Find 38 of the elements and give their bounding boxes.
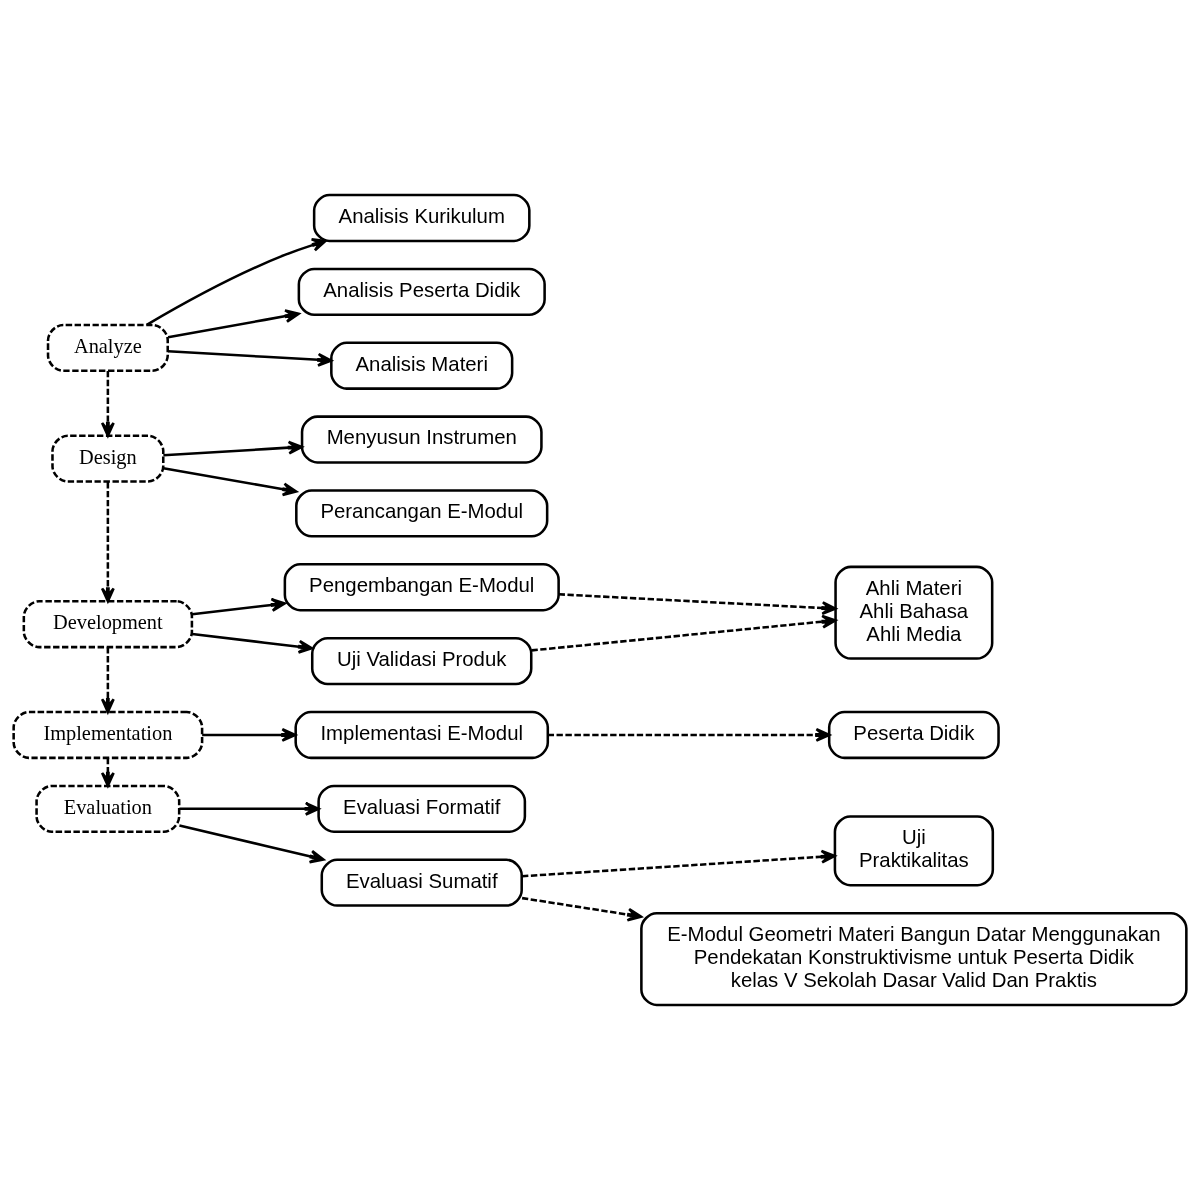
arrow bbox=[547, 727, 831, 742]
node-box: Implementasi E-Modul bbox=[294, 710, 550, 759]
node-box: Menyusun Instrumen bbox=[300, 414, 543, 464]
node-box: Analisis Peserta Didik bbox=[297, 267, 546, 316]
arrow bbox=[100, 646, 115, 713]
arrow bbox=[558, 592, 837, 615]
node-box: Development bbox=[22, 599, 194, 648]
arrow bbox=[100, 481, 115, 602]
node-box: Uji Praktikalitas bbox=[833, 814, 995, 886]
arrow bbox=[100, 370, 115, 437]
node-box: Ahli Materi Ahli Bahasa Ahli Media bbox=[834, 565, 994, 660]
arrow bbox=[168, 349, 333, 367]
arrow bbox=[192, 632, 314, 654]
arrow bbox=[531, 614, 837, 652]
node-box: Uji Validasi Produk bbox=[310, 636, 533, 685]
arrow bbox=[167, 308, 300, 339]
node-box: E-Modul Geometri Materi Bangun Datar Menggunakan Pendekatan Konstruktivisme untuk Peserta Didik kelas V Sekolah Dasar Valid Dan Praktis bbox=[640, 911, 1188, 1006]
arrow bbox=[146, 237, 327, 326]
node-box: Perancangan E-Modul bbox=[295, 488, 549, 538]
node-box: Design bbox=[51, 433, 165, 483]
node-box: Pengembangan E-Modul bbox=[283, 562, 560, 611]
arrow bbox=[163, 440, 303, 457]
arrow bbox=[179, 823, 325, 864]
node-box: Peserta Didik bbox=[827, 710, 1000, 759]
arrow bbox=[521, 896, 643, 922]
arrow bbox=[192, 597, 287, 616]
arrow bbox=[163, 466, 298, 496]
arrow bbox=[179, 801, 320, 816]
node-box: Evaluasi Formatif bbox=[317, 784, 527, 833]
node-box: Analisis Materi bbox=[330, 341, 514, 390]
node-box: Evaluation bbox=[35, 784, 181, 833]
arrow bbox=[202, 727, 297, 742]
arrow bbox=[100, 757, 115, 787]
node-box: Implementation bbox=[12, 710, 204, 759]
arrow bbox=[522, 849, 836, 877]
node-box: Evaluasi Sumatif bbox=[320, 857, 523, 907]
node-box: Analyze bbox=[46, 323, 169, 372]
node-box: Analisis Kurikulum bbox=[312, 193, 531, 242]
